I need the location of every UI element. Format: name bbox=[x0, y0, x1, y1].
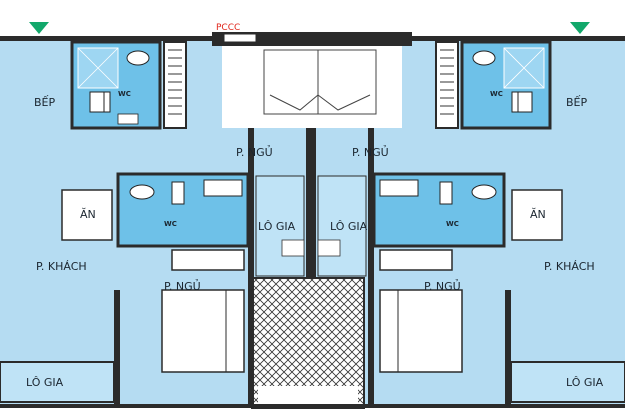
pccc-label: PCCC bbox=[216, 23, 240, 33]
bedroom-right-bottom-label: P. NGỦ bbox=[424, 279, 461, 293]
toilet-icon bbox=[89, 91, 105, 113]
loggia-left-mid-rack bbox=[281, 239, 305, 257]
wc-right-mid-label: WC bbox=[446, 220, 459, 228]
bottom-wall bbox=[0, 404, 625, 408]
wc-right-top-label: WC bbox=[490, 90, 503, 98]
stove-icon bbox=[379, 179, 419, 197]
right-bedroom-wall bbox=[505, 290, 511, 408]
sink-icon bbox=[471, 184, 497, 200]
stair-left-top bbox=[263, 49, 319, 115]
loggia-right-bottom-box bbox=[510, 361, 625, 403]
toilet-tank bbox=[511, 91, 519, 113]
sink-icon bbox=[472, 50, 496, 66]
center-wall bbox=[306, 128, 316, 278]
stove-icon bbox=[203, 179, 243, 197]
wc-left-top-label: WC bbox=[118, 90, 131, 98]
toilet-icon bbox=[171, 181, 185, 205]
toilet-tank bbox=[103, 91, 111, 113]
loggia-left-bottom-label: LÔ GIA bbox=[26, 376, 64, 389]
loggia-right-mid-box bbox=[317, 175, 367, 277]
sink-icon bbox=[129, 184, 155, 200]
wc-left-top-door bbox=[117, 113, 139, 125]
dining-left-label: ĂN bbox=[80, 208, 96, 221]
loggia-right-mid-label: LÔ GIA bbox=[330, 220, 368, 233]
left-cabinet bbox=[163, 41, 187, 129]
loggia-right-mid-rack bbox=[317, 239, 341, 257]
loggia-left-bottom-box bbox=[0, 361, 115, 403]
bedroom-left-bottom-label: P. NGỦ bbox=[164, 279, 201, 293]
loggia-left-mid-label: LÔ GIA bbox=[258, 220, 296, 233]
wardrobe-left bbox=[171, 249, 245, 271]
stair-right-top bbox=[317, 49, 377, 115]
kitchen-left-label: BẾP bbox=[34, 95, 55, 109]
wc-left-mid-label: WC bbox=[164, 220, 177, 228]
pccc-wall-segment bbox=[212, 32, 412, 46]
toilet-icon bbox=[439, 181, 453, 205]
dining-table-right bbox=[511, 189, 563, 241]
sink-icon bbox=[126, 50, 150, 66]
toilet-icon bbox=[517, 91, 533, 113]
shaft-lower-white bbox=[258, 386, 358, 408]
living-right-label: P. KHÁCH bbox=[544, 260, 595, 273]
left-unit-divider bbox=[248, 128, 254, 408]
loggia-right-bottom-label: LÔ GIA bbox=[566, 376, 604, 389]
right-cabinet bbox=[435, 41, 459, 129]
loggia-left-mid-box bbox=[255, 175, 305, 277]
bedroom-right-top-label: P. NGỦ bbox=[352, 145, 389, 159]
wardrobe-right bbox=[379, 249, 453, 271]
right-unit-divider bbox=[368, 128, 374, 408]
bed-right bbox=[379, 289, 463, 373]
kitchen-right-label: BẾP bbox=[566, 95, 587, 109]
bed-left bbox=[161, 289, 245, 373]
left-bedroom-wall bbox=[114, 290, 120, 408]
bedroom-left-top-label: P. NGỦ bbox=[236, 145, 273, 159]
north-marker-right bbox=[570, 22, 590, 34]
dining-right-label: ĂN bbox=[530, 208, 546, 221]
dining-table-left bbox=[61, 189, 113, 241]
living-left-label: P. KHÁCH bbox=[36, 260, 87, 273]
pccc-door bbox=[223, 33, 257, 43]
north-marker-left bbox=[29, 22, 49, 34]
